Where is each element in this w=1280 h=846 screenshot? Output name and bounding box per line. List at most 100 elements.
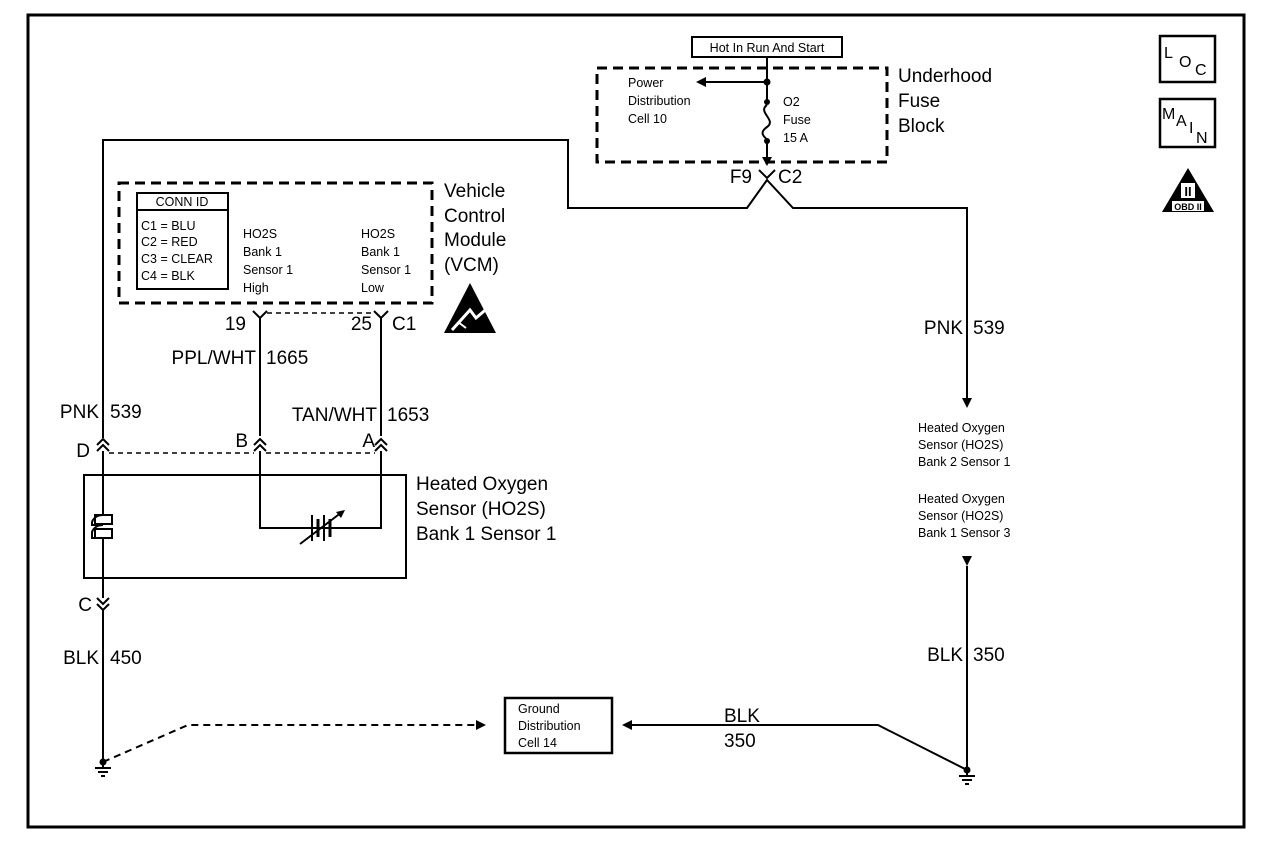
vcm-title-line2: Control: [444, 206, 505, 227]
right-sensor1-line3: Bank 2 Sensor 1: [918, 455, 1010, 469]
diagram-frame: [26, 13, 1246, 829]
pin-low-line4: Low: [361, 281, 385, 295]
heater-coil-bottom: [94, 528, 113, 539]
blk-bottom-circuit: 350: [724, 731, 756, 752]
pin-a-connector: [374, 437, 388, 446]
pin-high-line4: High: [243, 281, 269, 295]
blk-left-circuit: 450: [110, 648, 142, 669]
underhood-fuse-block: Hot In Run And Start Power Distribution …: [595, 36, 992, 188]
right-sensor1-line2: Sensor (HO2S): [918, 438, 1003, 452]
fuse-block-title-line1: Underhood: [898, 66, 992, 87]
wire-labels: PNK 539 PPL/WHT 1665 TAN/WHT 1653 PNK 53…: [60, 318, 1005, 752]
blk-350-arrow: [622, 720, 632, 730]
tan-wht-color: TAN/WHT: [292, 405, 378, 426]
ppl-wht-circuit: 1665: [266, 348, 308, 369]
sensor-housing: [83, 474, 407, 579]
blk-bottom-color: BLK: [724, 706, 760, 727]
main-letter-n: N: [1196, 130, 1208, 147]
ground-distribution-outline: [503, 696, 614, 755]
pnk-539-arrow: [962, 398, 972, 408]
pin-low-line3: Sensor 1: [361, 263, 411, 277]
pin-a-label: A: [362, 431, 375, 452]
pnk-right-color: PNK: [924, 318, 963, 339]
blk-right-circuit: 350: [973, 645, 1005, 666]
loc-letter-l: L: [1164, 45, 1173, 62]
loc-letter-o: O: [1179, 54, 1191, 71]
loc-badge-box: [1158, 34, 1217, 84]
right-sensor2-line2: Sensor (HO2S): [918, 509, 1003, 523]
fuse-label-line1: O2: [783, 95, 800, 109]
power-distribution-line2: Distribution: [628, 94, 691, 108]
fuse-block-outline: [595, 66, 889, 164]
esd-warning-icon: [444, 283, 496, 333]
ground-distribution-box: Ground Distribution Cell 14: [503, 696, 614, 755]
sensor-title-line2: Sensor (HO2S): [416, 499, 546, 520]
pin-c-label: C: [78, 595, 92, 616]
heater-element-icon: [91, 514, 104, 539]
fuse-terminal-top: [764, 99, 770, 105]
pin-c-connector: [96, 597, 110, 606]
right-sensor2-line1: Heated Oxygen: [918, 492, 1005, 506]
ground-line3: Cell 14: [518, 736, 557, 750]
right-sensor2-line3: Bank 1 Sensor 3: [918, 526, 1010, 540]
vcm-pin-19-connector: [252, 310, 268, 320]
fuse-label-line2: Fuse: [783, 113, 811, 127]
vehicle-control-module: CONN ID C1 = BLU C2 = RED C3 = CLEAR C4 …: [117, 181, 506, 335]
fuse-terminal-bottom: [764, 138, 770, 144]
conn-id-c2: C2 = RED: [141, 235, 198, 249]
o2-fuse-symbol: [761, 104, 771, 141]
fuse-cavity-label: F9: [730, 167, 752, 188]
fuse-block-title-line3: Block: [898, 116, 945, 137]
sensor-title-line1: Heated Oxygen: [416, 474, 548, 495]
obd-ii-icon: II OBD II: [1162, 168, 1214, 212]
vcm-pin-25-connector: [373, 310, 389, 320]
main-badge: M A I N: [1158, 97, 1217, 149]
pin-high-line2: Bank 1: [243, 245, 282, 259]
loc-badge: L O C: [1158, 34, 1217, 84]
conn-id-c4: C4 = BLK: [141, 269, 196, 283]
ground-link-arrow: [476, 720, 486, 730]
pin-low-number: 25: [351, 314, 372, 335]
blk-350-wire: [630, 724, 968, 771]
vcm-title-line1: Vehicle: [444, 181, 505, 202]
pin-a-connector-2: [374, 443, 388, 452]
obd-text-box: [1172, 201, 1204, 211]
pnk-left-color: PNK: [60, 402, 99, 423]
c2-connector-symbol: [758, 169, 776, 180]
variable-voltage-source-icon: [299, 510, 345, 545]
obd-numeral: II: [1184, 184, 1191, 199]
pin-high-line3: Sensor 1: [243, 263, 293, 277]
ho2s-bank1-sensor1: D B A Heated Oxygen Sensor (HO2S) Bank 1…: [76, 431, 556, 616]
right-sensor1-line1: Heated Oxygen: [918, 421, 1005, 435]
tan-wht-circuit: 1653: [387, 405, 429, 426]
ground-symbol-left: [95, 762, 111, 777]
power-distribution-line1: Power: [628, 76, 663, 90]
obd-numeral-box: [1181, 183, 1195, 198]
pin-low-line1: HO2S: [361, 227, 395, 241]
power-distribution-line3: Cell 10: [628, 112, 667, 126]
right-sensors: Heated Oxygen Sensor (HO2S) Bank 2 Senso…: [918, 421, 1010, 540]
main-letter-m: M: [1162, 106, 1175, 123]
fuse-label-line3: 15 A: [783, 131, 809, 145]
fuse-output-arrow: [762, 157, 772, 166]
main-letter-i: I: [1189, 120, 1193, 137]
ground-line1: Ground: [518, 702, 560, 716]
sensing-element-wire: [259, 451, 382, 529]
pin-b-label: B: [235, 431, 248, 452]
blk-right-color: BLK: [927, 645, 963, 666]
vcm-outline: [117, 181, 434, 305]
ppl-wht-color: PPL/WHT: [172, 348, 257, 369]
pin-b-connector-2: [253, 443, 267, 452]
obd-text: OBD II: [1174, 202, 1202, 212]
ground-symbol-right: [959, 770, 975, 785]
pnk-right-circuit: 539: [973, 318, 1005, 339]
pin-d-label: D: [76, 441, 90, 462]
blk-350-right-arrow: [962, 556, 972, 566]
main-badge-box: [1158, 97, 1217, 149]
hot-in-run-label: Hot In Run And Start: [710, 41, 825, 55]
pnk-539-wire: [102, 139, 968, 438]
conn-id-c3: C3 = CLEAR: [141, 252, 213, 266]
pnk-left-circuit: 539: [110, 402, 142, 423]
loc-letter-c: C: [1195, 62, 1207, 79]
